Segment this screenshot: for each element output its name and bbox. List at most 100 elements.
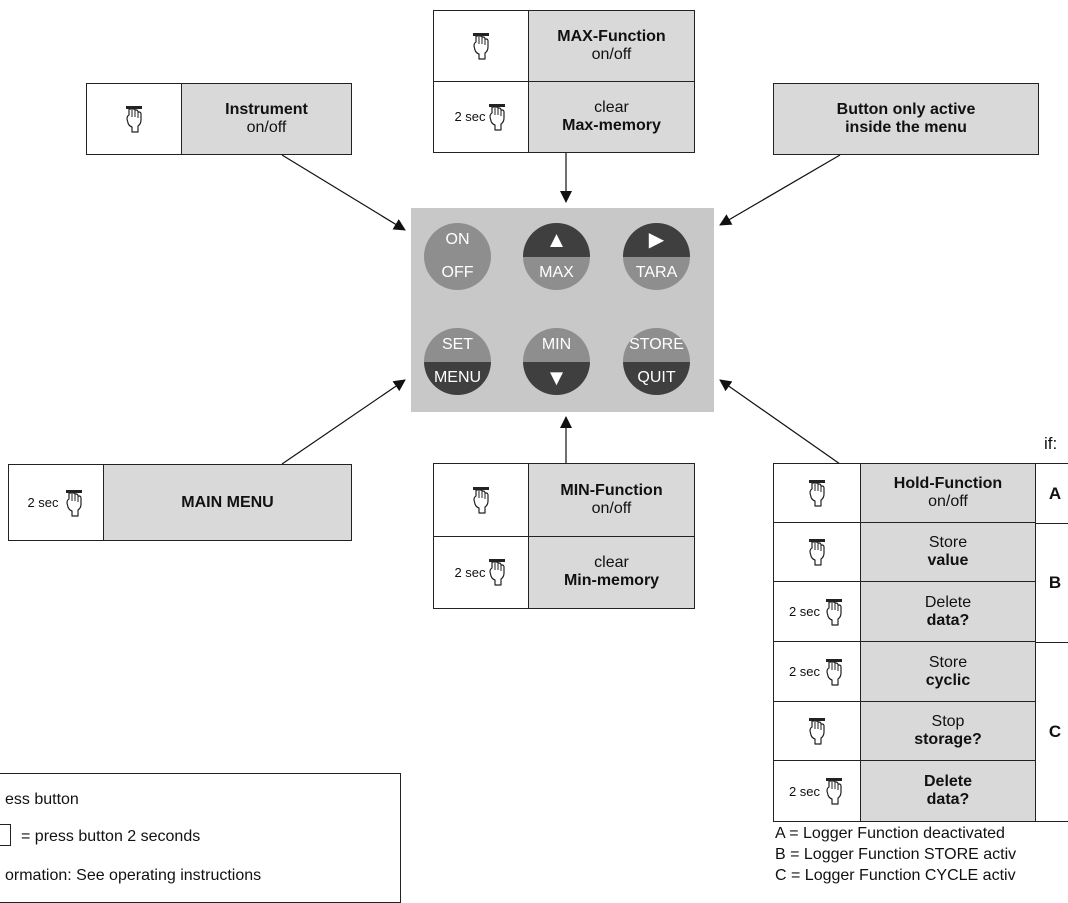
- min-label: MIN: [541, 335, 572, 353]
- store-quit-key-bottom: QUIT: [623, 361, 690, 395]
- legend-box: ess button = press button 2 seconds orma…: [0, 773, 401, 903]
- max-function-label: MAX-Function on/off: [528, 11, 694, 81]
- store-quit-key-top: STORE: [623, 328, 690, 362]
- up-arrow-icon: ▲: [545, 226, 568, 252]
- button-only-line1: Button only active: [836, 101, 976, 118]
- store-table-line1: Delete: [924, 593, 972, 611]
- instrument-title: Instrument: [225, 101, 308, 118]
- arrow-button-only: [719, 154, 841, 226]
- hand-press-icon: [823, 777, 845, 805]
- arrow-main-menu: [281, 379, 406, 465]
- store-table-line2: on/off: [928, 493, 968, 510]
- on-off-key-top: ON: [424, 223, 491, 257]
- max-box: MAX-Function on/off 2 sec clear Max-memo…: [433, 10, 695, 153]
- min-key-top: MIN: [523, 328, 590, 362]
- group-a-label: A: [1048, 483, 1062, 503]
- main-menu-label: MAIN MENU: [181, 493, 274, 511]
- store-table-line1: Delete: [923, 773, 973, 790]
- store-table-line1: Stop: [931, 713, 965, 730]
- two-sec-label: 2 sec: [454, 564, 486, 580]
- max-key[interactable]: ▲ MAX: [523, 223, 590, 290]
- press-icon-cell: [434, 11, 528, 81]
- button-only-line2: inside the menu: [845, 119, 967, 136]
- hand-press-icon: [470, 486, 492, 514]
- store-label: STORE: [629, 335, 684, 353]
- two-sec-label: 2 sec: [454, 109, 486, 125]
- max-label: MAX: [539, 264, 574, 282]
- footnote-a: A = Logger Function deactivated: [775, 825, 1005, 842]
- set-menu-key-bottom: MENU: [424, 361, 491, 395]
- footnote-b: B = Logger Function STORE activ: [775, 846, 1017, 863]
- menu-label: MENU: [433, 369, 482, 387]
- group-divider-bc: [1036, 642, 1068, 643]
- store-table-line1: Hold-Function: [893, 475, 1003, 492]
- group-c-label: C: [1048, 722, 1062, 741]
- clear-max-line2: Max-memory: [562, 116, 661, 134]
- press-2sec-icon-cell: 2 sec: [434, 536, 528, 608]
- on-off-key[interactable]: ON OFF: [424, 223, 491, 290]
- min-box: MIN-Function on/off 2 sec clear Min-memo…: [433, 463, 695, 609]
- press-icon-cell: [87, 84, 181, 154]
- clear-min-row: 2 sec clear Min-memory: [434, 536, 694, 608]
- hand-press-icon: [486, 558, 508, 586]
- set-menu-key[interactable]: SET MENU: [424, 328, 491, 395]
- store-table-line2: data?: [926, 791, 970, 808]
- right-arrow-icon: ▶: [648, 229, 665, 252]
- hand-press-icon: [63, 489, 85, 517]
- min-key[interactable]: MIN ▼: [523, 328, 590, 395]
- clear-min-line2: Min-memory: [563, 572, 660, 590]
- max-key-bottom: MAX: [523, 256, 590, 290]
- clear-max-line1: clear: [594, 98, 629, 116]
- max-function-title: MAX-Function: [557, 27, 666, 45]
- press-2sec-icon-cell: 2 sec: [774, 642, 860, 701]
- hand-press-icon: [806, 538, 828, 566]
- max-function-sub: on/off: [591, 45, 632, 63]
- two-sec-label: 2 sec: [27, 495, 59, 510]
- hand-press-icon: [486, 103, 508, 131]
- store-table-line2: storage?: [914, 731, 982, 748]
- store-quit-key[interactable]: STORE QUIT: [623, 328, 690, 395]
- press-2sec-icon-cell: 2 sec: [9, 465, 103, 540]
- hand-press-icon: [823, 658, 845, 686]
- two-sec-label: 2 sec: [788, 664, 821, 679]
- hand-press-icon: [823, 598, 845, 626]
- clear-min-line1: clear: [594, 554, 629, 572]
- tara-key-top: ▶: [623, 223, 690, 257]
- button-only-label: Button only active inside the menu: [774, 84, 1038, 154]
- hand-press-icon: [806, 479, 828, 507]
- store-table-line1: Store: [928, 534, 968, 551]
- legend-line-1: ess button: [5, 791, 79, 808]
- button-only-box: Button only active inside the menu: [773, 83, 1039, 155]
- min-function-sub: on/off: [591, 499, 632, 517]
- off-label: OFF: [441, 264, 474, 282]
- keypad: ON OFF ▲ MAX ▶ TARA SET MENU MIN ▼ STORE…: [411, 208, 714, 412]
- press-icon-cell: [774, 464, 860, 522]
- tara-key[interactable]: ▶ TARA: [623, 223, 690, 290]
- clear-max-label: clear Max-memory: [528, 81, 694, 152]
- press-2sec-icon-cell: 2 sec: [774, 582, 860, 641]
- legend-line-3: ormation: See operating instructions: [5, 867, 262, 884]
- main-menu-label-cell: MAIN MENU: [103, 465, 351, 540]
- min-function-label: MIN-Function on/off: [528, 464, 694, 536]
- arrow-store: [719, 379, 841, 465]
- store-table-line2: value: [927, 552, 969, 569]
- footnote-c: C = Logger Function CYCLE activ: [775, 867, 1016, 884]
- clear-min-label: clear Min-memory: [528, 536, 694, 608]
- on-label: ON: [445, 230, 470, 248]
- store-table-line2: cyclic: [925, 671, 971, 689]
- press-icon-cell: [434, 464, 528, 536]
- group-b-label: B: [1048, 573, 1062, 592]
- press-2sec-icon-cell: 2 sec: [434, 81, 528, 152]
- press-2sec-icon-cell: 2 sec: [774, 761, 860, 821]
- set-menu-key-top: SET: [424, 328, 491, 362]
- arrow-instrument: [281, 154, 406, 231]
